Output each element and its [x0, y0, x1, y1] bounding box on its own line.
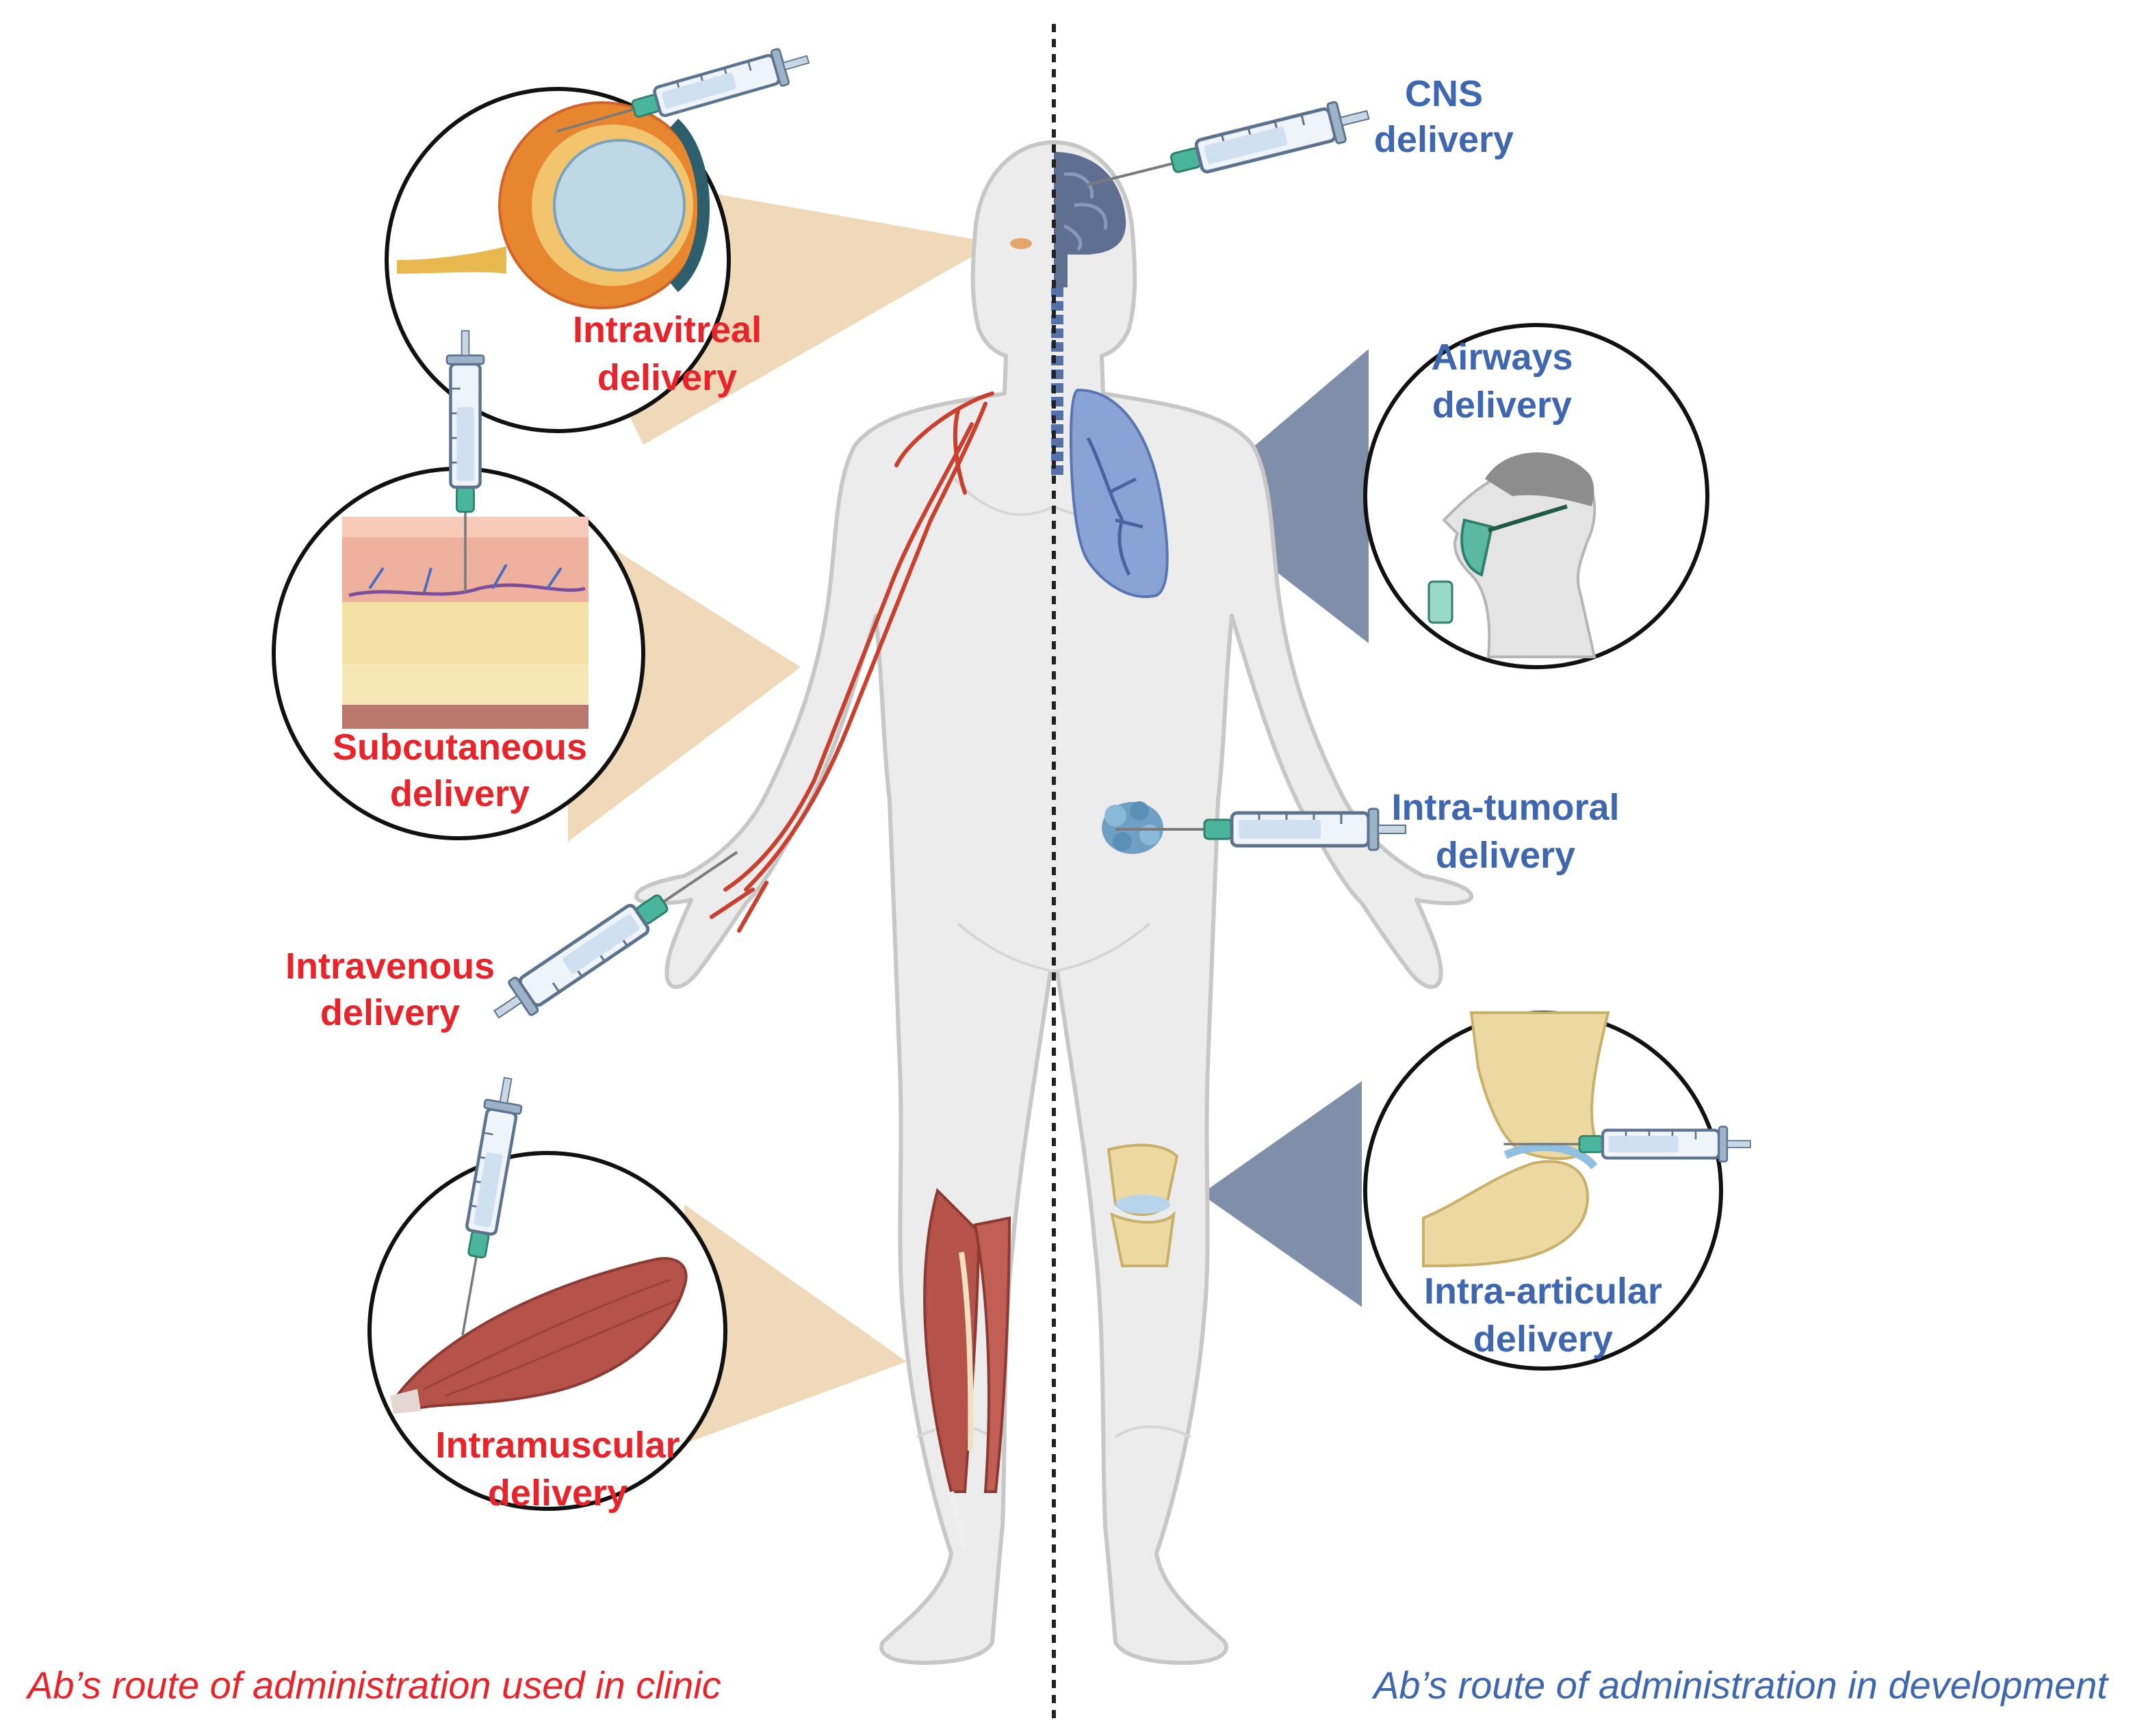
intravitreal-label-line2: delivery: [597, 357, 737, 398]
intramuscular-label-line1: Intramuscular: [435, 1425, 680, 1466]
brain-icon: [1054, 152, 1126, 287]
footer-clinic-caption: Ab’s route of administration used in cli…: [25, 1663, 721, 1707]
intravitreal-callout: Intravitreal delivery: [385, 42, 813, 433]
intratumoral-label-line1: Intra-tumoral: [1391, 787, 1619, 828]
intravitreal-label-line1: Intravitreal: [573, 309, 762, 350]
subcutaneous-label-line2: delivery: [390, 773, 530, 814]
intramuscular-callout: Intramuscular delivery: [367, 1075, 727, 1514]
skin-layers-icon: [342, 517, 589, 729]
cns-label-line2: delivery: [1374, 119, 1514, 160]
intramuscular-label-line2: delivery: [488, 1473, 628, 1514]
bone-joint-icon: [1422, 1011, 1610, 1268]
intravenous-label-line2: delivery: [320, 992, 460, 1033]
airways-label-line2: delivery: [1432, 385, 1572, 426]
airways-callout: Airways delivery: [1363, 323, 1709, 669]
leg-muscles: [923, 1188, 1011, 1547]
body-eye: [1010, 238, 1032, 249]
lung-callout-cone: [1187, 349, 1369, 643]
muscle-icon: [390, 1257, 688, 1414]
intraarticular-label-line2: delivery: [1473, 1319, 1613, 1360]
cns-label-line1: CNS: [1405, 73, 1483, 114]
knee-joint-icon: [1107, 1143, 1179, 1267]
knee-callout-cone: [1201, 1081, 1362, 1307]
lung-icon: [1069, 388, 1169, 598]
subcutaneous-callout: Subcutaneous delivery: [272, 331, 645, 840]
eye-icon: [397, 101, 710, 309]
intratumoral-label-line2: delivery: [1436, 835, 1575, 876]
muscle-callout-cone: [684, 1204, 907, 1444]
intraarticular-label-line1: Intra-articular: [1424, 1271, 1662, 1312]
intraarticular-callout: Intra-articular delivery: [1363, 1011, 1750, 1371]
airways-label-line1: Airways: [1431, 337, 1573, 378]
arm-arteries: [710, 391, 994, 933]
face-mask-icon: [1427, 452, 1596, 658]
footer-development-caption: Ab’s route of administration in developm…: [1371, 1663, 2109, 1707]
subcutaneous-label-line1: Subcutaneous: [333, 727, 587, 768]
intravenous-label-line1: Intravenous: [285, 946, 495, 987]
syringe-icon: [1081, 95, 1373, 205]
